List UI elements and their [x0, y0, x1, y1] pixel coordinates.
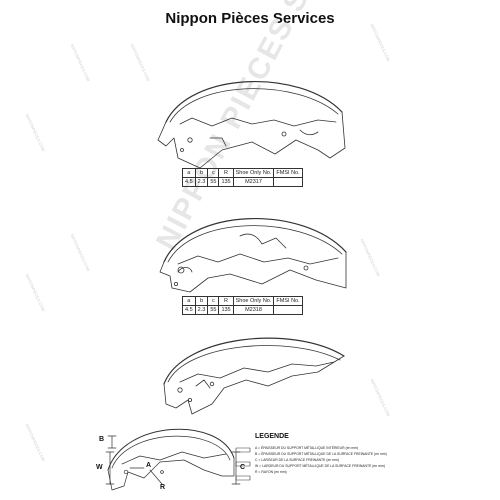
- legend-item: C = LARGEUR DE LA SURFACE FREINANTE (en …: [255, 458, 339, 462]
- dimension-label-w: W: [96, 464, 103, 471]
- table-cell: 2.3: [194, 177, 209, 187]
- table-cell: 4.5: [182, 177, 196, 187]
- legend-item: R = RAYON (en mm): [255, 470, 287, 474]
- table-header: c: [207, 296, 220, 306]
- dimension-label-a: A: [146, 462, 152, 469]
- table-header: Shoe Only No.: [232, 168, 275, 178]
- dimension-label-b: B: [99, 436, 105, 443]
- table-cell: 55: [207, 177, 220, 187]
- legend-item: B = ÉPAISSEUR DU SUPPORT MÉTALLIQUE DE L…: [255, 452, 387, 456]
- table-cell: M2318: [232, 305, 275, 315]
- legend-title: LEGENDE: [255, 433, 289, 440]
- table-header: b: [194, 168, 209, 178]
- table-header: a: [182, 168, 196, 178]
- table-cell: 135: [218, 305, 234, 315]
- page-title: Nippon Pièces Services: [165, 10, 335, 27]
- table-header: R: [218, 168, 234, 178]
- table-header: FMSI No.: [273, 296, 303, 306]
- table-row: 4.5 2.3 55 135 M2318: [182, 305, 303, 315]
- spec-table-2: a b c R Shoe Only No. FMSI No. 4.5 2.3 5…: [182, 296, 303, 315]
- table-cell: 4.5: [182, 305, 196, 315]
- table-header: R: [218, 296, 234, 306]
- brake-shoe-1: [157, 81, 346, 169]
- legend-section-icons: [235, 447, 251, 481]
- table-cell: [273, 177, 303, 187]
- table-header: Shoe Only No.: [232, 296, 275, 306]
- reference-drawing: [105, 428, 241, 491]
- table-header: FMSI No.: [273, 168, 303, 178]
- table-header-row: a b c R Shoe Only No. FMSI No.: [182, 168, 303, 178]
- table-header: c: [207, 168, 220, 178]
- legend-item: W = LARGEUR DU SUPPORT MÉTALLIQUE DE LA …: [255, 464, 385, 468]
- brake-shoe-3: [163, 337, 345, 415]
- legend-item: A = ÉPAISSEUR DU SUPPORT MÉTALLIQUE INTÉ…: [255, 446, 359, 450]
- spec-table-1: a b c R Shoe Only No. FMSI No. 4.5 2.3 5…: [182, 168, 303, 187]
- legend-list: A = ÉPAISSEUR DU SUPPORT MÉTALLIQUE INTÉ…: [255, 446, 387, 476]
- table-header-row: a b c R Shoe Only No. FMSI No.: [182, 296, 303, 306]
- table-header: b: [194, 296, 209, 306]
- table-cell: 2.3: [194, 305, 209, 315]
- brake-shoe-2: [159, 218, 347, 293]
- table-row: 4.5 2.3 55 135 M2317: [182, 177, 303, 187]
- table-header: a: [182, 296, 196, 306]
- table-cell: 135: [218, 177, 234, 187]
- table-cell: 55: [207, 305, 220, 315]
- dimension-label-r: R: [160, 484, 166, 491]
- table-cell: M2317: [232, 177, 275, 187]
- table-cell: [273, 305, 303, 315]
- dimension-label-c: C: [240, 464, 246, 471]
